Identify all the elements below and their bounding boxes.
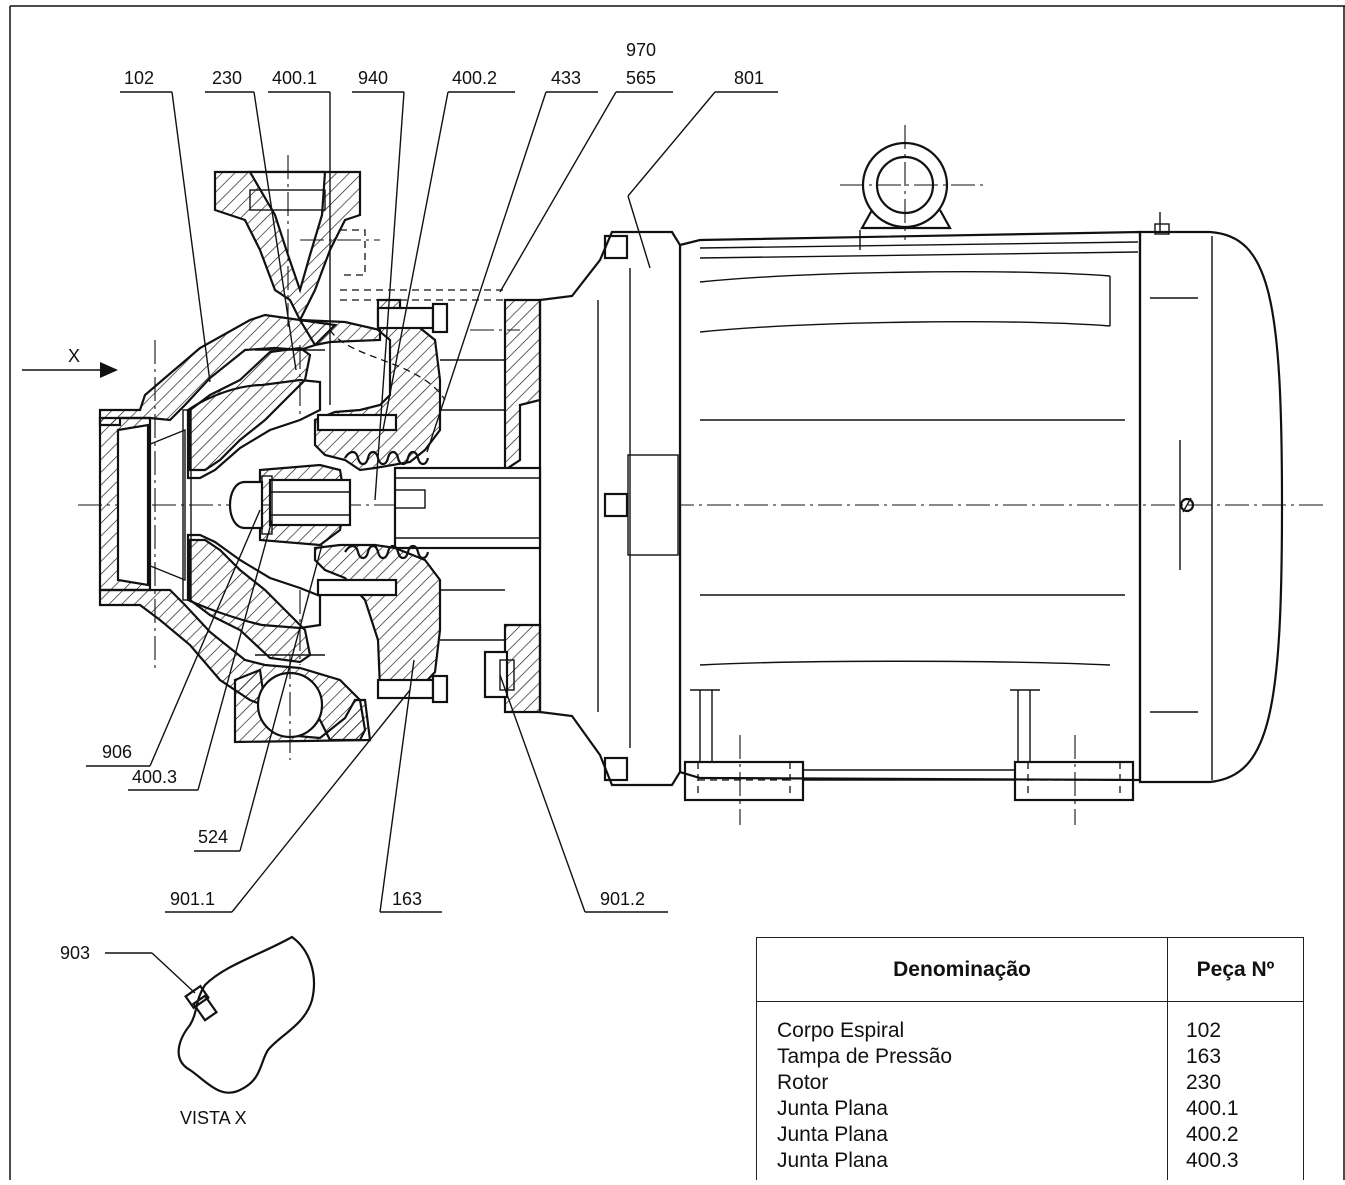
- table-row-number: 102: [1186, 1019, 1222, 1042]
- motor-foot-right: [1013, 760, 1135, 802]
- table-row-number: 230: [1186, 1071, 1222, 1094]
- parts-name-column: Corpo Espiral Tampa de Pressão Rotor Jun…: [757, 1002, 1168, 1180]
- table-row-name: Junta Plana: [777, 1149, 888, 1172]
- table-row-name: Corpo Espiral: [777, 1019, 905, 1042]
- callout-433: 433: [551, 68, 581, 88]
- table-row-number: 400.1: [1186, 1097, 1239, 1120]
- gasket-ring: [182, 409, 192, 601]
- view-arrow-x: X: [22, 346, 118, 378]
- table-row-name: Rotor: [777, 1071, 829, 1094]
- motor-foot-left: [683, 760, 805, 802]
- view-x-caption: VISTA X: [180, 1108, 247, 1128]
- callout-524: 524: [198, 827, 228, 847]
- bracket: [329, 289, 542, 714]
- callout-903: 903: [60, 943, 90, 963]
- view-x-casing-outline: [177, 935, 316, 1094]
- suction-inlet: [116, 423, 150, 587]
- shaft-key: [394, 489, 426, 509]
- callout-940: 940: [358, 68, 388, 88]
- callout-400-2: 400.2: [452, 68, 497, 88]
- bracket-upper-flange: [503, 298, 542, 473]
- fan-cover: [1138, 230, 1284, 784]
- parts-number-column: 102 163 230 400.1 400.2 400.3: [1168, 1002, 1303, 1180]
- table-row-number: 163: [1186, 1045, 1222, 1068]
- callout-400-3: 400.3: [132, 767, 177, 787]
- lifting-eye: [840, 125, 985, 240]
- table-row-name: Tampa de Pressão: [777, 1045, 953, 1068]
- callout-970: 970: [626, 40, 656, 60]
- callout-906: 906: [102, 742, 132, 762]
- callouts: 102 230 400.1 940 400.2 433 970 565 801 …: [86, 40, 778, 913]
- motor-frame: [678, 230, 1142, 782]
- mechanical-seal-spring: [344, 450, 430, 560]
- bracket-lower-flange: [503, 623, 542, 714]
- callout-163: 163: [392, 889, 422, 909]
- table-row-name: Junta Plana: [777, 1123, 888, 1146]
- column-header-part-number: Peça Nº: [1196, 957, 1275, 981]
- impeller-nut: [228, 480, 264, 530]
- motor: [538, 125, 1284, 825]
- callout-400-1: 400.1: [272, 68, 317, 88]
- callout-901-2: 901.2: [600, 889, 645, 909]
- motor-flange: [538, 230, 682, 787]
- parts-table-body: Corpo Espiral Tampa de Pressão Rotor Jun…: [757, 1002, 1303, 1180]
- view-arrow-label: X: [68, 346, 80, 366]
- view-x-detail: 903 VISTA X: [60, 935, 316, 1128]
- callout-801: 801: [734, 68, 764, 88]
- pressure-cover: [313, 298, 449, 704]
- callout-901-1: 901.1: [170, 889, 215, 909]
- table-row-number: 400.2: [1186, 1123, 1239, 1146]
- parts-table-header: Denominação Peça Nº: [757, 938, 1303, 1002]
- callout-102: 102: [124, 68, 154, 88]
- callout-565: 565: [626, 68, 656, 88]
- callout-230: 230: [212, 68, 242, 88]
- parts-table: Denominação Peça Nº Corpo Espiral Tampa …: [756, 937, 1304, 1180]
- page-border: [9, 5, 1345, 1180]
- table-row-name: Junta Plana: [777, 1097, 888, 1120]
- table-row-number: 400.3: [1186, 1149, 1239, 1172]
- column-header-name: Denominação: [757, 938, 1168, 1001]
